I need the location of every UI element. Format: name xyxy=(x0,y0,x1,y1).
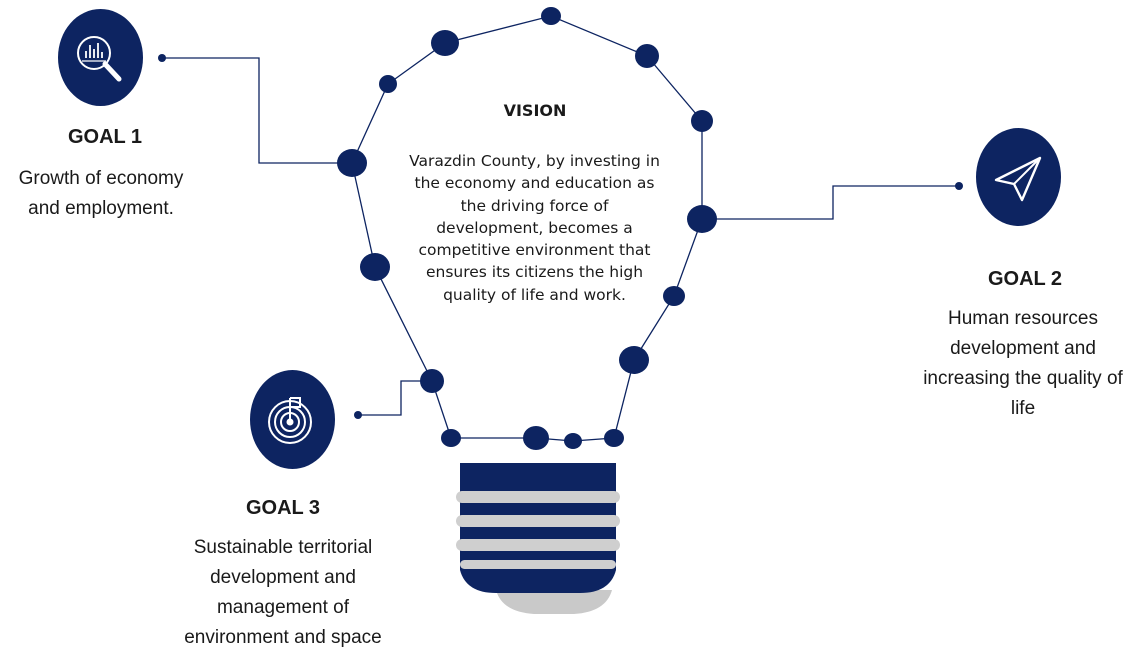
bead xyxy=(564,433,582,449)
thread xyxy=(456,539,620,551)
thread xyxy=(460,560,616,569)
goal2-endpoint xyxy=(955,182,963,190)
bulb-outline xyxy=(351,15,703,442)
goal2-title: GOAL 2 xyxy=(987,268,1063,290)
goal3-title: GOAL 3 xyxy=(245,497,321,519)
bead xyxy=(441,429,461,447)
base-cap xyxy=(496,590,612,614)
magnifier-chart-icon xyxy=(77,36,122,82)
bead xyxy=(541,7,561,25)
goal1-connector xyxy=(162,57,352,164)
goal2-description: Human resources development and increasi… xyxy=(923,308,1123,419)
bead xyxy=(379,75,397,93)
goal1-title: GOAL 1 xyxy=(67,126,143,148)
goal3-icon-circle xyxy=(250,370,335,469)
bead xyxy=(691,110,713,132)
bead xyxy=(619,346,649,374)
base-body xyxy=(460,463,616,593)
bead xyxy=(431,30,459,56)
thread xyxy=(456,491,620,503)
bead xyxy=(420,369,444,393)
goal2-connector xyxy=(702,185,959,220)
bead xyxy=(604,429,624,447)
paper-plane-icon xyxy=(994,156,1042,202)
bead xyxy=(523,426,549,450)
goal1-description: Growth of economy and employment. xyxy=(18,168,184,219)
goal3-connector xyxy=(358,380,432,416)
bead xyxy=(687,205,717,233)
goal3-description: Sustainable territorial development and … xyxy=(184,537,382,648)
bead xyxy=(360,253,390,281)
goal1-icon-circle xyxy=(58,9,143,106)
vision-text: Varazdin County, by investing in the eco… xyxy=(409,152,660,304)
bead xyxy=(337,149,367,177)
bulb-beads xyxy=(337,7,717,450)
goal2-icon-circle xyxy=(976,128,1061,226)
bead xyxy=(635,44,659,68)
goal1-endpoint xyxy=(158,54,166,62)
target-flag-icon xyxy=(268,397,312,444)
lamp-base xyxy=(456,463,620,614)
bead xyxy=(663,286,685,306)
vision-title: VISION xyxy=(503,101,567,120)
thread xyxy=(456,515,620,527)
goal3-endpoint xyxy=(354,411,362,419)
